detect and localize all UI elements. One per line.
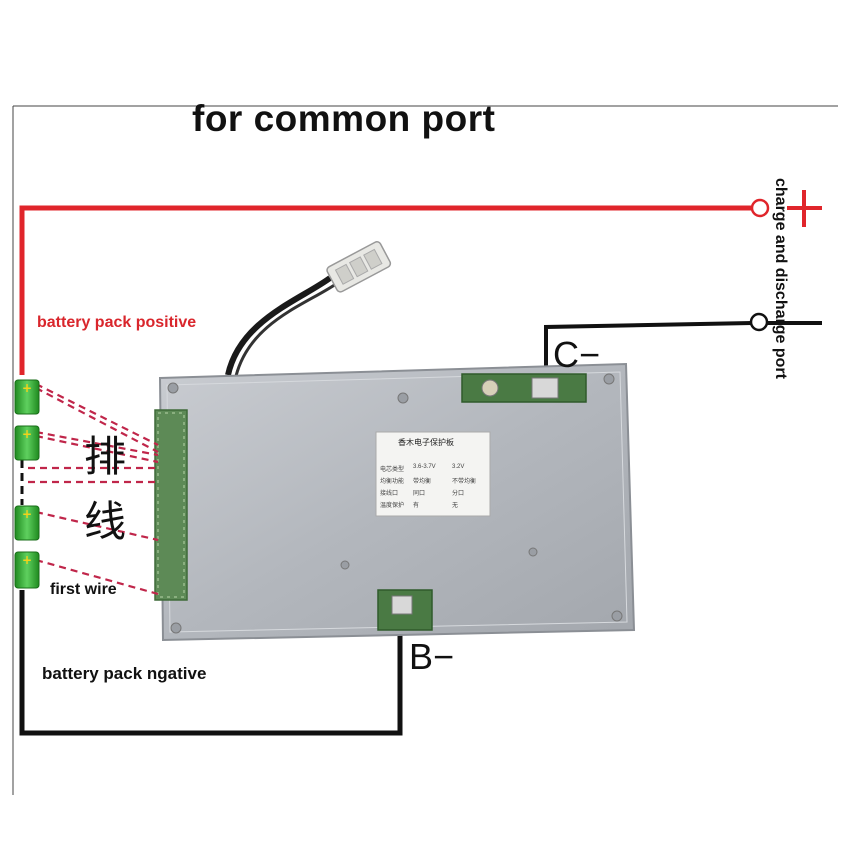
plate-row2-opt2: 不带均衡	[452, 479, 477, 485]
first-wire-label: first wire	[50, 581, 117, 598]
svg-text:+: +	[22, 381, 32, 395]
b-minus-wire	[19, 590, 403, 736]
b-minus-solder-icon	[391, 595, 413, 615]
positive-wire	[19, 205, 753, 375]
plate-title: 香木电子保护板	[398, 438, 454, 447]
plate-row1-opt2: 3.2V	[452, 464, 465, 470]
plate-row4-opt1: 有	[413, 503, 420, 509]
b-minus-label: B−	[409, 636, 455, 677]
connector-plug	[326, 241, 392, 293]
c-minus-pad	[461, 373, 587, 403]
screw-icon	[167, 382, 179, 394]
c-minus-wire	[544, 321, 753, 382]
screw-icon	[603, 373, 615, 385]
screw-icon	[340, 560, 350, 570]
plate-row1-label: 电芯类型	[380, 467, 405, 473]
ribbon-wires	[28, 383, 159, 596]
screw-icon	[528, 547, 538, 557]
screw-icon	[397, 392, 409, 404]
plate-row4-label: 温度保护	[380, 503, 405, 509]
plus-icon	[787, 190, 822, 227]
protection-board	[154, 362, 636, 642]
screw-icon	[611, 610, 623, 622]
plate-row3-opt2: 分口	[452, 491, 465, 497]
svg-text:+: +	[22, 427, 32, 441]
c-minus-screw-icon	[481, 379, 499, 397]
battery-negative-label: battery pack ngative	[42, 664, 207, 683]
battery-cell-icon: +	[14, 505, 40, 541]
battery-cell-icon: +	[14, 425, 40, 461]
charge-discharge-port-label: charge and discharge port	[772, 178, 789, 379]
positive-terminal-icon	[750, 198, 770, 218]
cable	[225, 275, 332, 376]
plate-row3-label: 接线口	[380, 491, 399, 497]
negative-terminal-icon	[749, 312, 769, 332]
battery-cell-icon: +	[14, 379, 40, 415]
ribbon-label-2: 线	[84, 497, 127, 546]
plate-row2-label: 均衡功能	[380, 479, 405, 485]
ribbon-label-1: 排	[84, 432, 127, 481]
svg-text:+: +	[22, 553, 32, 567]
plate-row1-opt1: 3.6-3.7V	[413, 464, 436, 470]
svg-text:+: +	[22, 507, 32, 521]
balance-connector-strip	[154, 409, 188, 601]
c-minus-label: C−	[553, 334, 601, 375]
page-title: for common port	[192, 98, 496, 139]
plate-row3-opt1: 同口	[413, 491, 426, 497]
spec-plate	[375, 431, 491, 517]
plate-row2-opt1: 带均衡	[413, 479, 432, 485]
plate-row4-opt2: 无	[452, 503, 459, 509]
battery-positive-label: battery pack positive	[37, 314, 197, 331]
battery-cell-icon: +	[14, 551, 40, 589]
screw-icon	[170, 622, 182, 634]
c-minus-solder-icon	[531, 377, 559, 399]
cable-2	[234, 282, 337, 377]
